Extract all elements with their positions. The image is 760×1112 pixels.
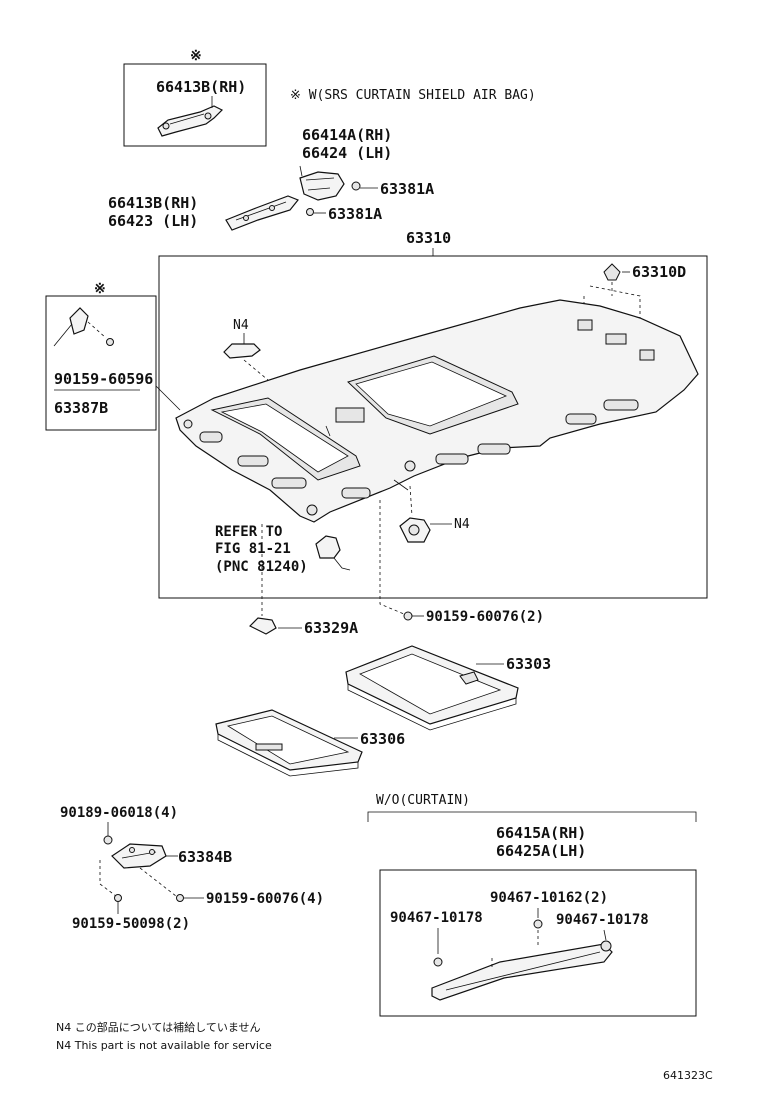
- bracket-63387B-drawing: [53, 307, 114, 347]
- wo-curtain-condition-note: W/O(CURTAIN): [376, 793, 470, 808]
- part-label-63381A-2[interactable]: 63381A: [328, 205, 382, 223]
- part-label-66425A[interactable]: 66425A(LH): [496, 842, 586, 860]
- part-label-66424[interactable]: 66424 (LH): [302, 144, 392, 162]
- srs-bracket-option-box: [45, 295, 157, 431]
- part-label-63310[interactable]: 63310: [406, 229, 451, 247]
- sunshade-63303-drawing: [345, 645, 519, 731]
- assist-grip-drawing: [299, 165, 361, 216]
- part-label-63303[interactable]: 63303: [506, 655, 551, 673]
- part-label-90467-10162[interactable]: 90467-10162(2): [490, 890, 608, 906]
- part-label-90467-10178-right[interactable]: 90467-10178: [556, 912, 649, 928]
- part-label-63310D[interactable]: 63310D: [632, 263, 686, 281]
- part-label-63387B[interactable]: 63387B: [54, 399, 108, 417]
- part-label-66414A[interactable]: 66414A(RH): [302, 126, 392, 144]
- screw-90159-50098-drawing: [114, 894, 122, 902]
- room-lamp-drawing: [315, 535, 351, 571]
- star-mark-top: ※: [190, 48, 202, 64]
- part-label-66413B-box[interactable]: 66413B(RH): [156, 78, 246, 96]
- headliner-assembly-box: [158, 255, 708, 599]
- clip-63310D-drawing: [603, 263, 621, 281]
- figure-code: 641323C: [663, 1069, 713, 1082]
- part-label-66415A[interactable]: 66415A(RH): [496, 824, 586, 842]
- srs-condition-note: ※ W(SRS CURTAIN SHIELD AIR BAG): [290, 88, 536, 103]
- bracket-66413B-drawing: [225, 195, 299, 231]
- n4-tag-upper: N4: [233, 318, 249, 333]
- refer-to-line1: REFER TO: [215, 524, 282, 540]
- sunshade-63306-drawing: [215, 709, 363, 777]
- part-label-63306[interactable]: 63306: [360, 730, 405, 748]
- bracket-63384B-drawing: [111, 843, 167, 869]
- part-label-90159-60076-4[interactable]: 90159-60076(4): [206, 891, 324, 907]
- part-label-66423[interactable]: 66423 (LH): [108, 212, 198, 230]
- bracket-66413B-box-drawing: [157, 96, 224, 137]
- srs-option-box: [123, 63, 267, 147]
- nut-90189-06018-drawing: [103, 835, 113, 845]
- part-label-90159-60596[interactable]: 90159-60596: [54, 370, 153, 388]
- part-label-63384B[interactable]: 63384B: [178, 848, 232, 866]
- star-mark-left: ※: [94, 281, 106, 297]
- screw-90159-60076-4-drawing: [176, 894, 184, 902]
- n4-cover-upper-drawing: [223, 343, 261, 359]
- headliner-panel-drawing: [175, 299, 699, 523]
- part-label-66413B[interactable]: 66413B(RH): [108, 194, 198, 212]
- part-label-90159-60076-2[interactable]: 90159-60076(2): [426, 609, 544, 625]
- n4-tag-lower: N4: [454, 517, 470, 532]
- wo-curtain-parts-box: [379, 869, 697, 1017]
- part-label-90159-50098[interactable]: 90159-50098(2): [72, 916, 190, 932]
- part-label-90189-06018[interactable]: 90189-06018(4): [60, 805, 178, 821]
- part-label-63381A-1[interactable]: 63381A: [380, 180, 434, 198]
- screw-90159-60076-2-drawing: [403, 611, 413, 621]
- refer-to-line3: (PNC 81240): [215, 559, 308, 575]
- footnote-english: N4 This part is not available for servic…: [56, 1039, 272, 1052]
- clip-63329A-drawing: [248, 617, 277, 635]
- map-lamp-drawing: [399, 517, 431, 543]
- part-label-63329A[interactable]: 63329A: [304, 619, 358, 637]
- part-label-90467-10178-left[interactable]: 90467-10178: [390, 910, 483, 926]
- refer-to-line2: FIG 81-21: [215, 541, 291, 557]
- footnote-japanese: N4 この部品については補給していません: [56, 1020, 261, 1034]
- roof-rail-66415A-drawing: [431, 919, 613, 1001]
